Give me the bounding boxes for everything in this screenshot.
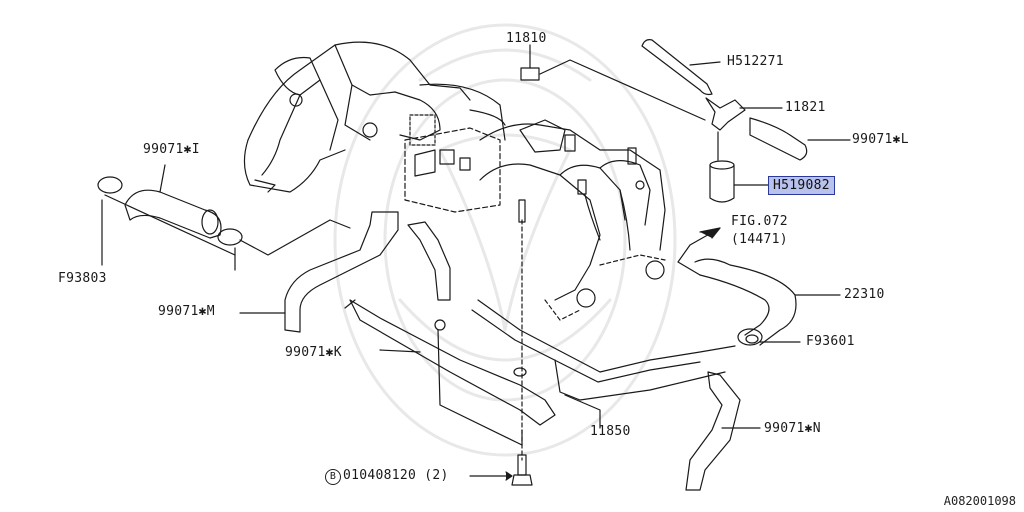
throttle-body — [404, 83, 506, 213]
bolt-010408120 — [469, 454, 533, 486]
diagram-id: A082001098 — [943, 494, 1016, 508]
hose-99071-i — [97, 164, 351, 271]
tee-11821 — [705, 97, 783, 131]
label-h512271: H512271 — [727, 54, 784, 69]
watermark-logo — [333, 23, 677, 457]
hose-99071-k — [344, 199, 556, 461]
hose-99071-l — [749, 117, 851, 161]
bolt-circle-icon: B — [325, 469, 341, 485]
label-11810: 11810 — [506, 31, 547, 46]
hose-99071-m — [239, 211, 399, 333]
label-h519082[interactable]: H519082 — [768, 176, 835, 195]
clamp-f93601 — [737, 328, 801, 346]
label-99071-l: 99071✱L — [852, 132, 909, 147]
part-h519082 — [709, 131, 769, 203]
label-f93601: F93601 — [806, 334, 855, 349]
part-11810-sensor — [520, 44, 706, 121]
label-11850: 11850 — [590, 424, 631, 439]
label-fig-072-sub: (14471) — [731, 232, 788, 247]
label-fig-072: FIG.072 — [731, 214, 788, 229]
label-99071-i: 99071✱I — [143, 142, 200, 157]
label-bolt-number: 010408120 (2) — [343, 468, 449, 483]
label-22310: 22310 — [844, 287, 885, 302]
label-11821: 11821 — [785, 100, 826, 115]
upper-intake-manifold — [243, 41, 471, 193]
label-f93803: F93803 — [58, 271, 107, 286]
hose-j-tube — [407, 221, 451, 301]
fig-reference-arrow — [677, 227, 721, 276]
label-99071-k: 99071✱K — [285, 345, 342, 360]
hose-h512271 — [641, 39, 721, 96]
lower-intake-manifold — [479, 119, 666, 321]
pipe-11850 — [434, 299, 736, 429]
hose-99071-n — [685, 371, 761, 491]
label-99071-n: 99071✱N — [764, 421, 821, 436]
label-99071-m: 99071✱M — [158, 304, 215, 319]
hose-22310 — [694, 258, 841, 346]
